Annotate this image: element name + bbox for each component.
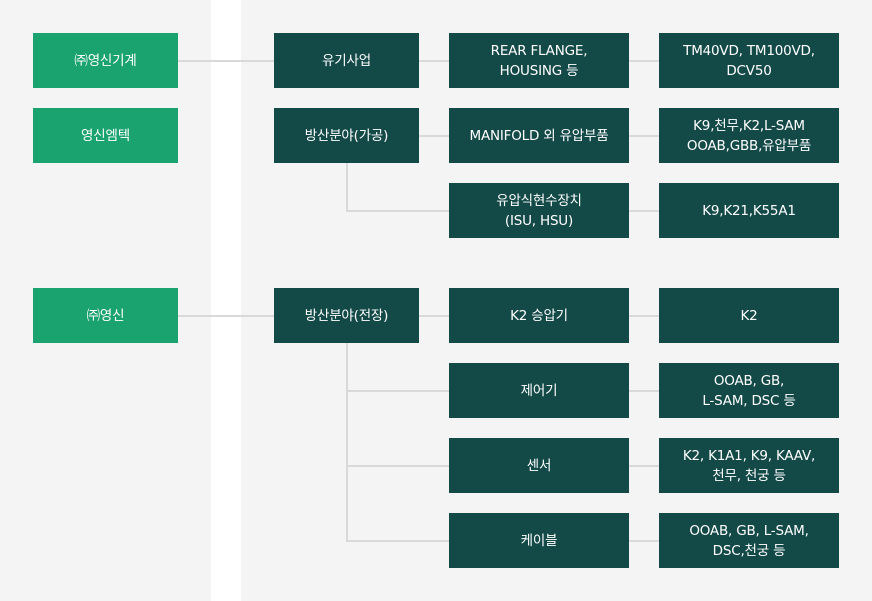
application-k2-k1a1: K2, K1A1, K9, KAAV, 천무, 천궁 등 <box>659 438 839 493</box>
application-k9-chunmoo: K9,천무,K2,L-SAM OOAB,GBB,유압부품 <box>659 108 839 163</box>
division-defense-machining: 방산분야(가공) <box>274 108 419 163</box>
branch-division-2 <box>346 163 449 212</box>
application-tm40vd: TM40VD, TM100VD, DCV50 <box>659 33 839 88</box>
product-cable: 케이블 <box>449 513 629 568</box>
application-ooab-lsam: OOAB, GB, L-SAM, DSC,천궁 등 <box>659 513 839 568</box>
application-ooab-gb: OOAB, GB, L-SAM, DSC 등 <box>659 363 839 418</box>
company-youngshin-machinery: ㈜영신기계 <box>33 33 178 88</box>
product-hydraulic-suspension: 유압식현수장치 (ISU, HSU) <box>449 183 629 238</box>
company-youngshin: ㈜영신 <box>33 288 178 343</box>
product-k2-booster: K2 승압기 <box>449 288 629 343</box>
product-manifold: MANIFOLD 외 유압부품 <box>449 108 629 163</box>
division-organic-business: 유기사업 <box>274 33 419 88</box>
division-defense-electronics: 방산분야(전장) <box>274 288 419 343</box>
product-controller: 제어기 <box>449 363 629 418</box>
application-k2: K2 <box>659 288 839 343</box>
branch-division-3 <box>346 343 449 542</box>
product-sensor: 센서 <box>449 438 629 493</box>
company-youngshin-mtech: 영신엠텍 <box>33 108 178 163</box>
application-k9-k21: K9,K21,K55A1 <box>659 183 839 238</box>
product-rear-flange: REAR FLANGE, HOUSING 등 <box>449 33 629 88</box>
